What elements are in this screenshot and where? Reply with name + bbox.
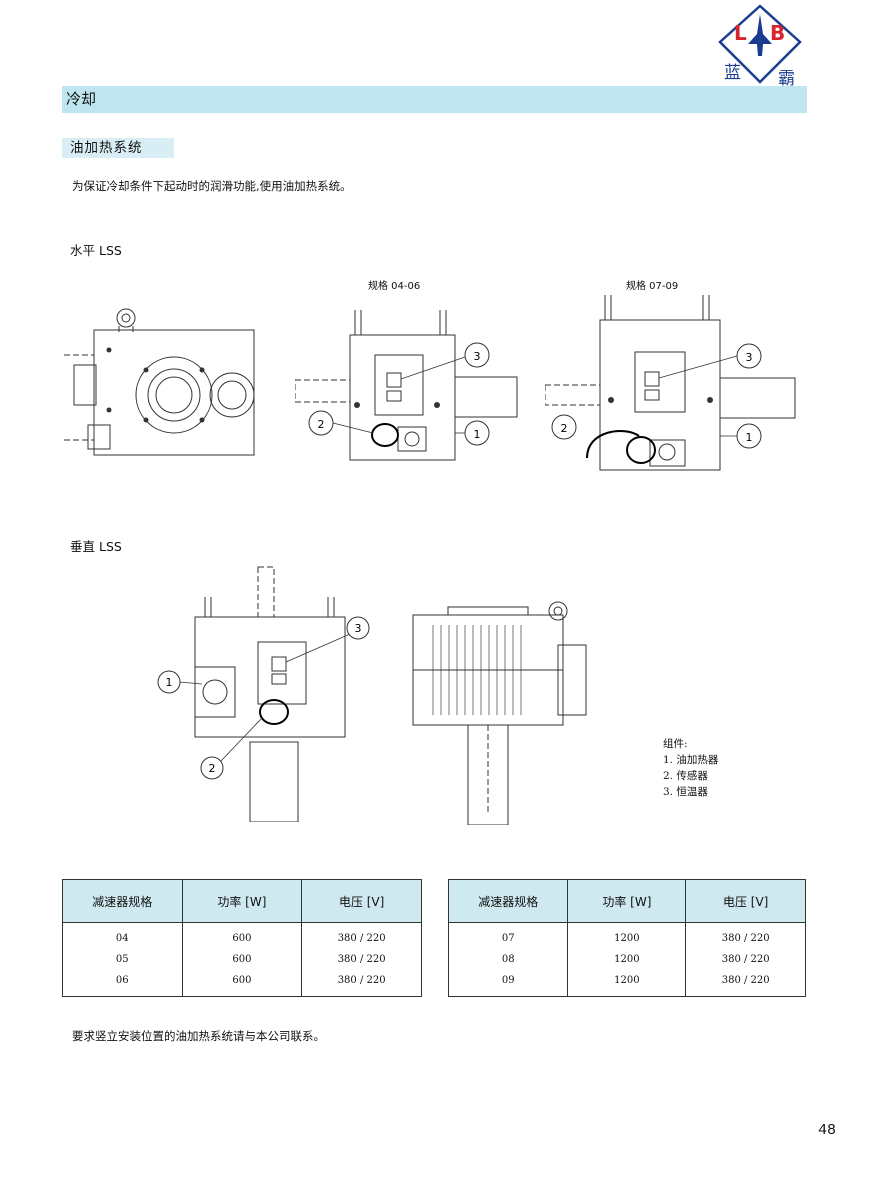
table-header: 减速器规格 xyxy=(62,879,183,923)
table-row: 09 1200 380 / 220 xyxy=(447,970,806,997)
table-header: 减速器规格 xyxy=(447,879,569,923)
table-cell: 05 xyxy=(62,949,183,970)
callout-2-a: 2 xyxy=(318,418,325,431)
logo-brand-right: 霸 xyxy=(778,69,795,86)
vertical-lss-title: 垂直 LSS xyxy=(70,539,122,554)
vertical-front-view-drawing: 3 1 2 xyxy=(157,566,370,822)
logo-letter-b: B xyxy=(770,21,785,45)
spec-table-left: 减速器规格 功率 [W] 电压 [V] 04 600 380 / 220 05 … xyxy=(62,879,422,997)
horizontal-lss-title: 水平 LSS xyxy=(70,243,122,258)
spec-table-right: 减速器规格 功率 [W] 电压 [V] 07 1200 380 / 220 08… xyxy=(447,879,806,997)
intro-text: 为保证冷却条件下起动时的润滑功能,使用油加热系统。 xyxy=(72,179,352,193)
table-cell: 380 / 220 xyxy=(301,949,422,970)
table-cell: 600 xyxy=(181,922,303,949)
vertical-side-view-drawing xyxy=(412,601,587,825)
legend-item: 3. 恒温器 xyxy=(663,786,708,798)
table-cell: 380 / 220 xyxy=(301,922,422,949)
table-row: 05 600 380 / 220 xyxy=(62,949,422,970)
callout-3-a: 3 xyxy=(474,350,481,363)
table-cell: 380 / 220 xyxy=(685,949,806,970)
size-label-07-09: 规格 07-09 xyxy=(626,281,679,292)
table-header: 功率 [W] xyxy=(567,879,687,923)
table-cell: 600 xyxy=(181,949,303,970)
table-cell: 07 xyxy=(447,922,569,949)
size-label-04-06: 规格 04-06 xyxy=(368,281,421,292)
callout-2-c: 2 xyxy=(209,762,216,775)
table-cell: 08 xyxy=(447,949,569,970)
subsection-title: 油加热系统 xyxy=(70,140,143,156)
logo-letter-l: L xyxy=(734,21,747,45)
components-legend: 组件: 1. 油加热器 2. 传感器 3. 恒温器 xyxy=(663,736,718,800)
callout-3-b: 3 xyxy=(746,351,753,364)
page-number: 48 xyxy=(818,1122,837,1139)
horizontal-front-view-04-06: 3 2 1 xyxy=(295,310,518,461)
table-header: 电压 [V] xyxy=(301,879,422,923)
legend-title: 组件: xyxy=(663,738,688,750)
section-title: 冷却 xyxy=(66,90,97,108)
table-cell: 600 xyxy=(181,970,303,997)
callout-1-c: 1 xyxy=(166,676,173,689)
table-row: 07 1200 380 / 220 xyxy=(447,922,806,949)
table-row: 06 600 380 / 220 xyxy=(62,970,422,997)
table-cell: 1200 xyxy=(567,922,687,949)
legend-item: 1. 油加热器 xyxy=(663,754,719,766)
callout-1-b: 1 xyxy=(746,431,753,444)
company-logo: L B 蓝 霸 xyxy=(718,4,802,86)
horizontal-side-view-drawing xyxy=(64,308,255,456)
table-cell: 380 / 220 xyxy=(685,970,806,997)
subsection-header-bar xyxy=(62,138,174,158)
callout-1-a: 1 xyxy=(474,428,481,441)
logo-brand-left: 蓝 xyxy=(724,63,741,83)
callout-2-b: 2 xyxy=(561,422,568,435)
footer-note: 要求竖立安装位置的油加热系统请与本公司联系。 xyxy=(72,1029,325,1043)
horizontal-front-view-07-09: 3 2 1 xyxy=(545,295,796,471)
table-cell: 380 / 220 xyxy=(301,970,422,997)
table-cell: 1200 xyxy=(567,970,687,997)
table-cell: 09 xyxy=(447,970,569,997)
table-cell: 380 / 220 xyxy=(685,922,806,949)
section-header-bar xyxy=(62,86,807,113)
table-cell: 06 xyxy=(62,970,183,997)
table-header: 电压 [V] xyxy=(685,879,806,923)
table-header: 功率 [W] xyxy=(181,879,303,923)
legend-item: 2. 传感器 xyxy=(663,770,708,782)
table-row: 08 1200 380 / 220 xyxy=(447,949,806,970)
table-row: 04 600 380 / 220 xyxy=(62,922,422,949)
table-cell: 1200 xyxy=(567,949,687,970)
callout-3-c: 3 xyxy=(355,622,362,635)
table-cell: 04 xyxy=(62,922,183,949)
